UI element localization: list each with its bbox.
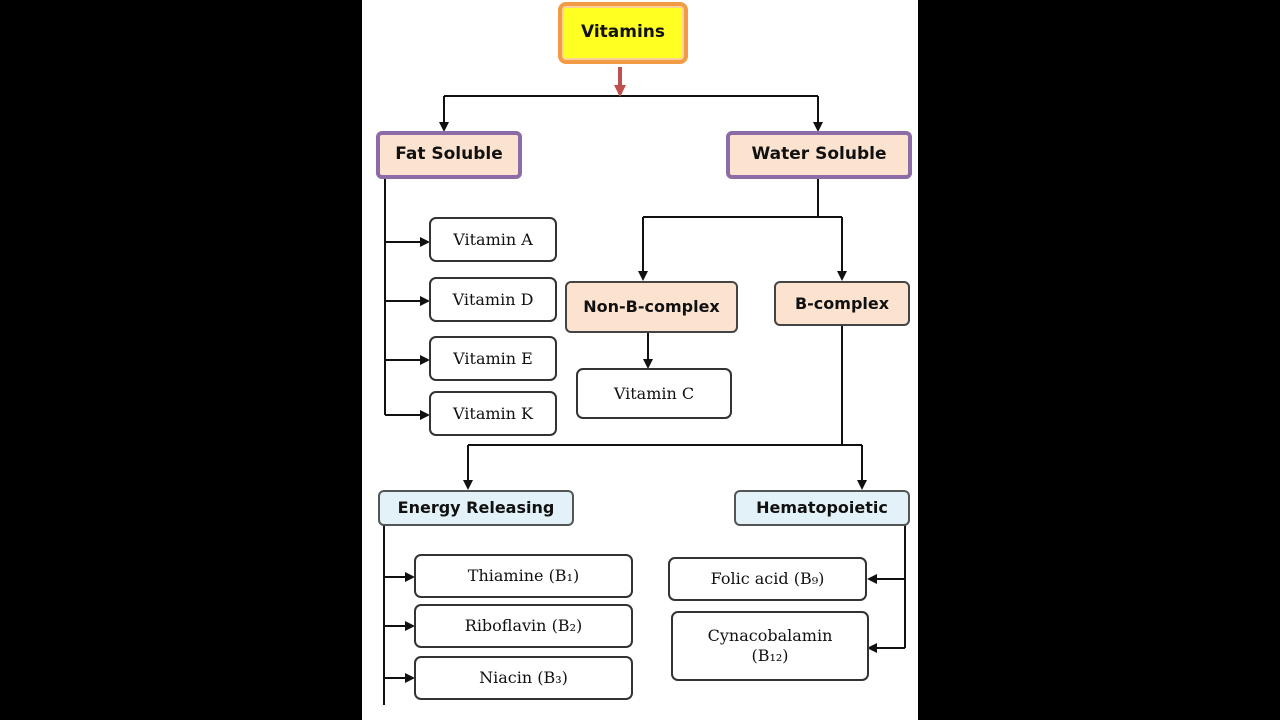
vitamins-chart: Vitamins Fat Soluble Water Soluble Vitam… — [362, 0, 918, 720]
leaf-cyanocobalamin: Cynacobalamin (B₁₂) — [671, 611, 869, 681]
category-fat-soluble: Fat Soluble — [376, 131, 522, 179]
connector-lines — [383, 67, 906, 705]
root-node-vitamins: Vitamins — [558, 2, 688, 64]
leaf-vitamin-a: Vitamin A — [429, 217, 557, 262]
group-non-b-complex: Non-B-complex — [565, 281, 738, 333]
group-hematopoietic: Hematopoietic — [734, 490, 910, 526]
leaf-riboflavin: Riboflavin (B₂) — [414, 604, 633, 648]
cyanocobalamin-name: Cynacobalamin — [707, 626, 833, 645]
leaf-niacin: Niacin (B₃) — [414, 656, 633, 700]
category-water-soluble: Water Soluble — [726, 131, 912, 179]
leaf-thiamine: Thiamine (B₁) — [414, 554, 633, 598]
cyanocobalamin-code: (B₁₂) — [751, 646, 789, 665]
leaf-vitamin-e: Vitamin E — [429, 336, 557, 381]
leaf-vitamin-k: Vitamin K — [429, 391, 557, 436]
leaf-vitamin-d: Vitamin D — [429, 277, 557, 322]
group-b-complex: B-complex — [774, 281, 910, 326]
leaf-vitamin-c: Vitamin C — [576, 368, 732, 419]
leaf-folic-acid: Folic acid (B₉) — [668, 557, 867, 601]
group-energy-releasing: Energy Releasing — [378, 490, 574, 526]
